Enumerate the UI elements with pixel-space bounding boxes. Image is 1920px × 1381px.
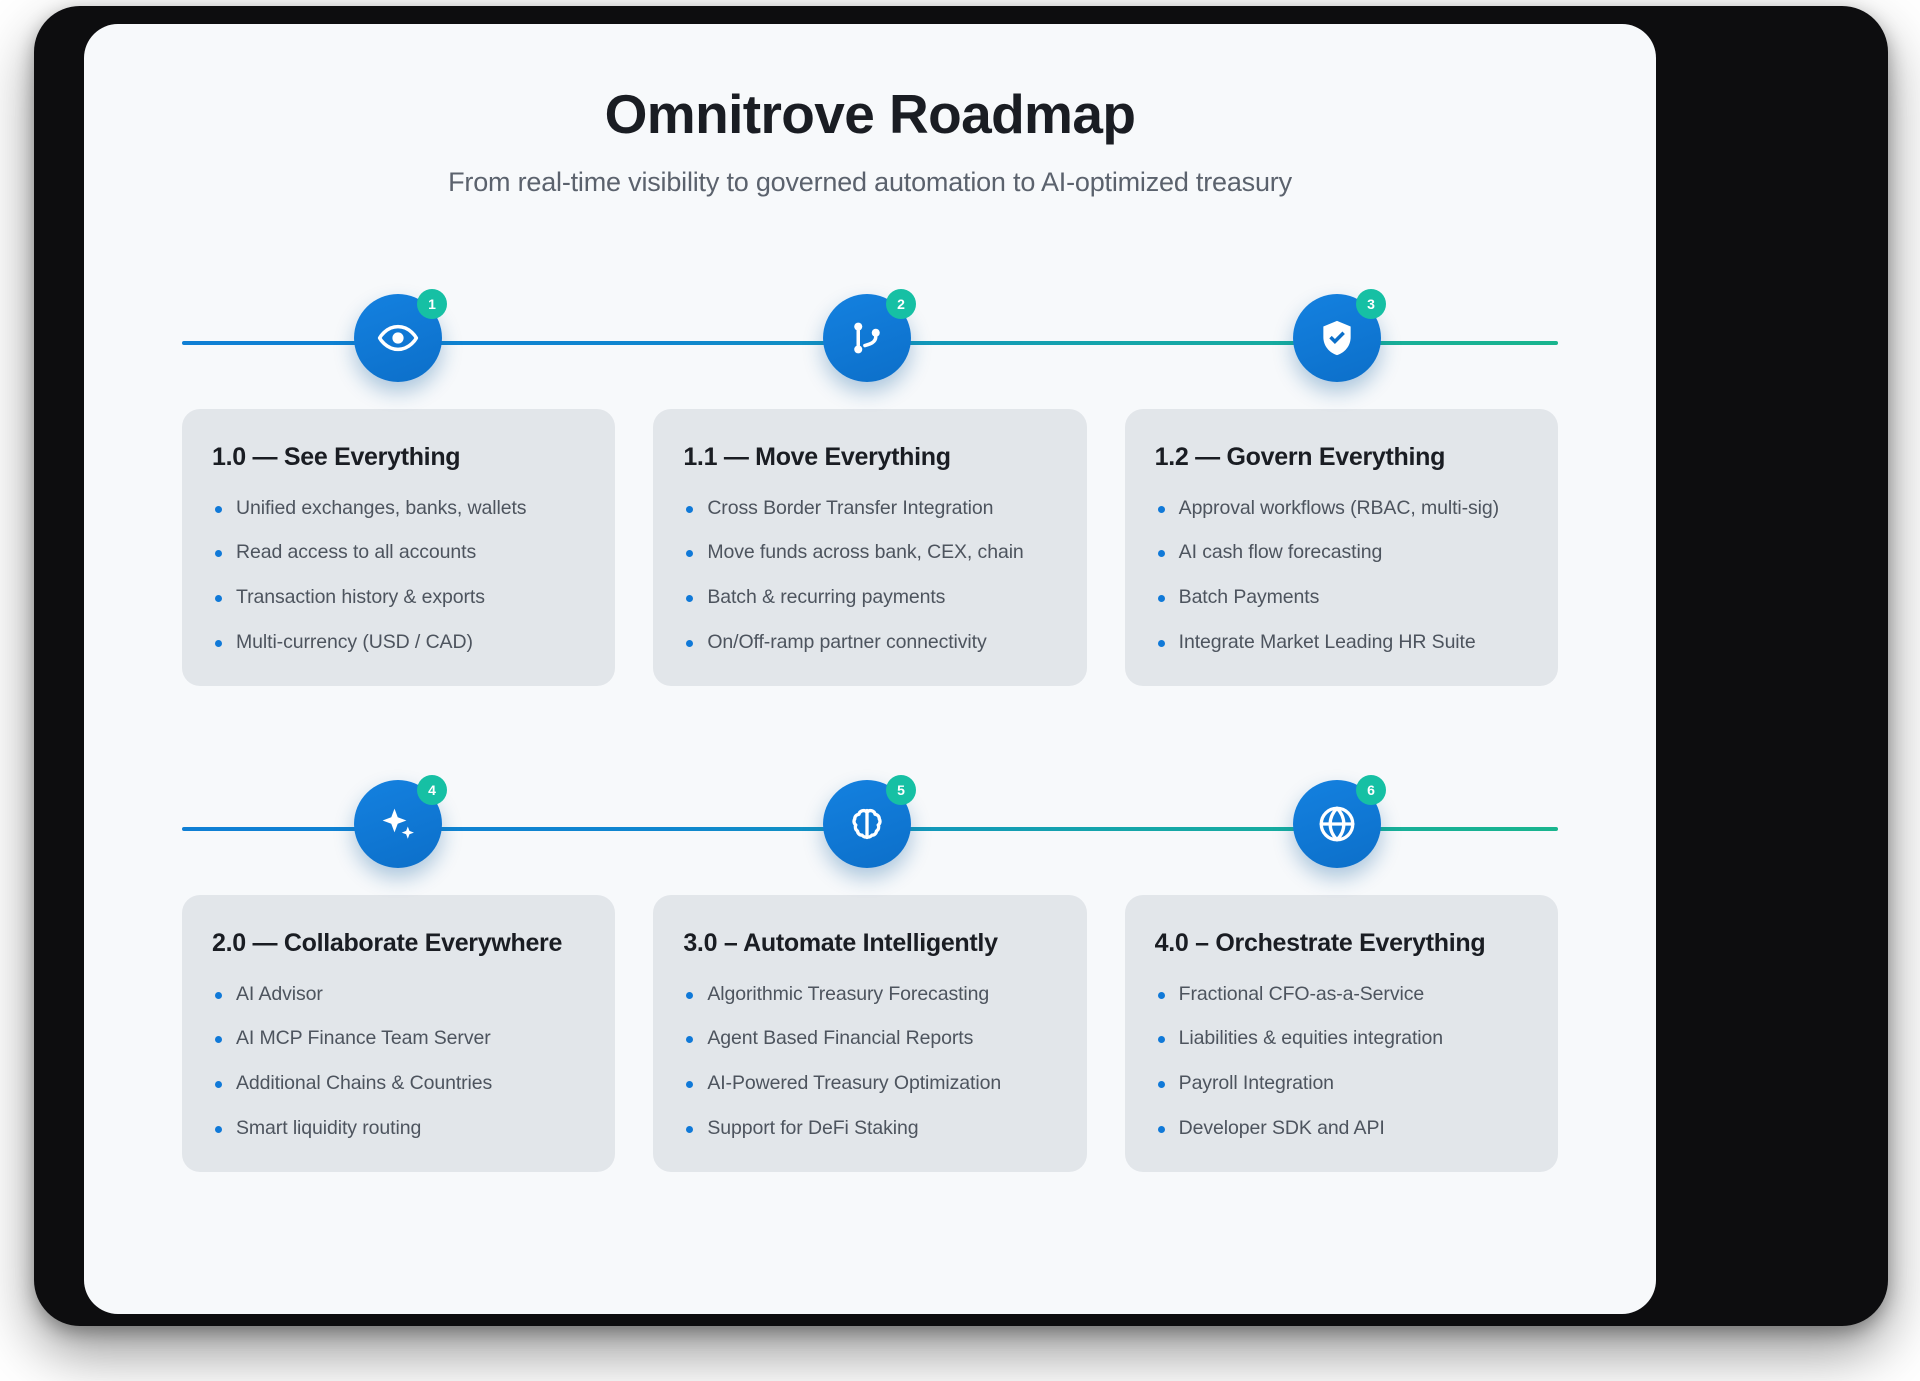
list-item: AI MCP Finance Team Server — [212, 1026, 585, 1052]
phase-card-title: 1.1 — Move Everything — [683, 442, 951, 471]
list-item: Approval workflows (RBAC, multi-sig) — [1155, 496, 1528, 522]
list-item: Fractional CFO-as-a-Service — [1155, 982, 1528, 1008]
milestone-badge: 5 — [886, 774, 916, 805]
timeline-markers-row-1: 1 2 — [182, 255, 1558, 382]
list-item: Agent Based Financial Reports — [683, 1026, 1056, 1052]
list-item: Liabilities & equities integration — [1155, 1026, 1528, 1052]
phase-feature-list: AI Advisor AI MCP Finance Team Server Ad… — [212, 982, 585, 1142]
milestone-badge: 4 — [417, 774, 447, 805]
milestone-marker-1[interactable]: 1 — [354, 288, 447, 382]
phase-cards-row-1: 1.0 — See Everything Unified exchanges, … — [182, 408, 1558, 686]
git-branch-icon — [854, 322, 880, 354]
list-item: Read access to all accounts — [212, 540, 585, 566]
sparkle-icon — [382, 808, 414, 839]
list-item: Support for DeFi Staking — [683, 1116, 1056, 1142]
phase-card-3-0[interactable]: 3.0 – Automate Intelligently Algorithmic… — [653, 894, 1087, 1172]
milestone-badge: 1 — [417, 288, 447, 319]
phase-card-title: 1.2 — Govern Everything — [1154, 442, 1446, 471]
milestone-marker-6[interactable]: 6 — [1293, 774, 1386, 868]
list-item: Multi-currency (USD / CAD) — [212, 630, 585, 656]
phase-card-1-1[interactable]: 1.1 — Move Everything Cross Border Trans… — [653, 408, 1087, 686]
roadmap-row-1: 1 2 — [84, 255, 1656, 686]
milestone-marker-5[interactable]: 5 — [823, 774, 916, 868]
list-item: AI cash flow forecasting — [1155, 540, 1528, 566]
phase-feature-list: Approval workflows (RBAC, multi-sig) AI … — [1155, 496, 1528, 656]
list-item: Additional Chains & Countries — [212, 1071, 585, 1097]
device-frame: Omnitrove Roadmap From real-time visibil… — [34, 6, 1888, 1326]
timeline-markers-row-2: 4 5 — [182, 741, 1558, 868]
list-item: Developer SDK and API — [1155, 1116, 1528, 1142]
list-item: On/Off-ramp partner connectivity — [683, 630, 1056, 656]
page-title: Omnitrove Roadmap — [604, 83, 1136, 145]
list-item: Batch & recurring payments — [683, 585, 1056, 611]
milestone-badge: 2 — [886, 288, 916, 319]
phase-card-title: 3.0 – Automate Intelligently — [683, 928, 998, 957]
phase-feature-list: Algorithmic Treasury Forecasting Agent B… — [683, 982, 1056, 1142]
milestone-badge: 6 — [1356, 774, 1386, 805]
eye-icon — [377, 324, 419, 351]
list-item: Cross Border Transfer Integration — [683, 496, 1056, 522]
shield-check-icon — [1323, 320, 1351, 355]
roadmap-row-2: 4 5 — [84, 741, 1656, 1172]
list-item: AI Advisor — [212, 982, 585, 1008]
globe-icon — [1319, 806, 1355, 842]
phase-feature-list: Fractional CFO-as-a-Service Liabilities … — [1155, 982, 1528, 1142]
milestone-icon-circle — [823, 293, 911, 382]
milestone-icon-circle — [823, 779, 911, 868]
list-item: Move funds across bank, CEX, chain — [683, 540, 1056, 566]
list-item: Integrate Market Leading HR Suite — [1155, 630, 1528, 656]
phase-card-4-0[interactable]: 4.0 – Orchestrate Everything Fractional … — [1124, 894, 1558, 1172]
phase-card-title: 2.0 — Collaborate Everywhere — [212, 928, 563, 957]
phase-feature-list: Cross Border Transfer Integration Move f… — [683, 496, 1056, 656]
phase-cards-row-2: 2.0 — Collaborate Everywhere AI Advisor … — [182, 894, 1558, 1172]
header: Omnitrove Roadmap From real-time visibil… — [84, 24, 1656, 198]
phase-card-1-0[interactable]: 1.0 — See Everything Unified exchanges, … — [182, 408, 616, 686]
list-item: Unified exchanges, banks, wallets — [212, 496, 585, 522]
milestone-badge: 3 — [1356, 288, 1386, 319]
device-screen: Omnitrove Roadmap From real-time visibil… — [84, 24, 1656, 1314]
milestone-marker-2[interactable]: 2 — [823, 288, 916, 382]
phase-card-title: 4.0 – Orchestrate Everything — [1154, 928, 1486, 957]
list-item: Smart liquidity routing — [212, 1116, 585, 1142]
list-item: Transaction history & exports — [212, 585, 585, 611]
brain-icon — [852, 808, 882, 839]
list-item: Payroll Integration — [1155, 1071, 1528, 1097]
phase-card-1-2[interactable]: 1.2 — Govern Everything Approval workflo… — [1124, 408, 1558, 686]
phase-card-2-0[interactable]: 2.0 — Collaborate Everywhere AI Advisor … — [182, 894, 616, 1172]
phase-card-title: 1.0 — See Everything — [212, 442, 461, 471]
phase-feature-list: Unified exchanges, banks, wallets Read a… — [212, 496, 585, 656]
milestone-marker-3[interactable]: 3 — [1293, 288, 1386, 382]
list-item: Algorithmic Treasury Forecasting — [683, 982, 1056, 1008]
list-item: Batch Payments — [1155, 585, 1528, 611]
page-subtitle: From real-time visibility to governed au… — [448, 166, 1292, 197]
list-item: AI-Powered Treasury Optimization — [683, 1071, 1056, 1097]
milestone-marker-4[interactable]: 4 — [354, 774, 447, 868]
